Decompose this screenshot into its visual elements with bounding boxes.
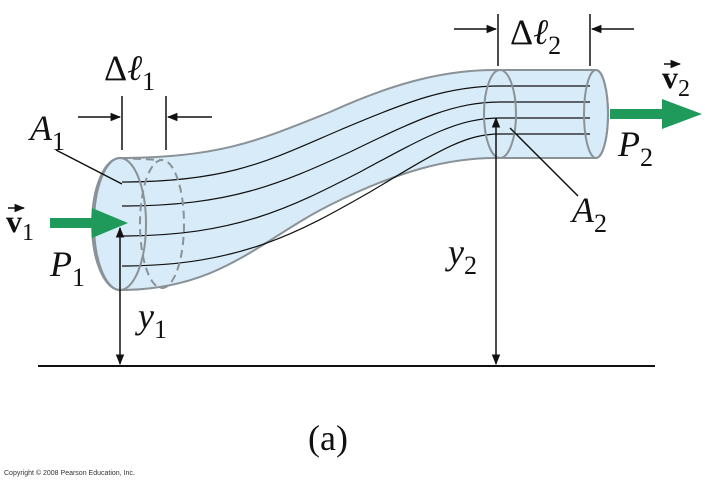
A2-label: A2 [570,190,607,238]
y2-label: y2 [445,232,477,280]
delta-l1-label: Δℓ1 [104,48,155,96]
A2-leader [509,127,579,197]
svg-text:v1: v1 [6,203,34,246]
A1-leader [55,149,123,185]
y1-label: y1 [135,296,167,344]
delta-l1-dimension [78,96,212,150]
copyright-notice: Copyright © 2008 Pearson Education, Inc. [4,469,135,477]
v1-arrow [50,208,128,238]
tube-body [91,69,609,292]
P1-label: P1 [49,244,85,292]
dashed-top-edge [119,157,163,161]
A1-label: A1 [28,108,65,156]
delta-l2-dimension [454,14,634,66]
streamlines [121,85,590,267]
v2-label: v2 [662,59,690,102]
delta-l2-label: Δℓ2 [510,12,561,60]
svg-text:v2: v2 [662,59,690,102]
P2-label: P2 [617,124,653,172]
v2-arrow [610,99,702,129]
caption: (a) [308,418,348,458]
v1-label: v1 [6,203,34,246]
right-end-section [583,69,609,159]
